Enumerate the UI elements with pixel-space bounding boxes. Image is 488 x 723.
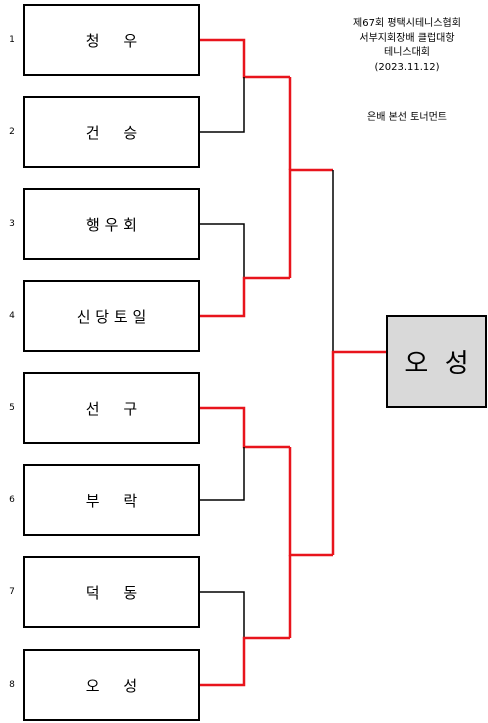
seed-number: 4 bbox=[9, 311, 15, 321]
loser-line bbox=[200, 77, 245, 133]
team-box: 신 당 토 일 bbox=[23, 280, 200, 352]
team-name: 부 락 bbox=[85, 491, 138, 510]
loser-line bbox=[200, 591, 245, 638]
winner-line bbox=[200, 406, 290, 449]
team-name: 신 당 토 일 bbox=[76, 307, 147, 326]
team-box: 오 성 bbox=[23, 649, 200, 721]
team-name: 덕 동 bbox=[85, 583, 138, 602]
seed-number: 1 bbox=[9, 35, 15, 45]
final bbox=[331, 170, 386, 555]
team-box: 선 구 bbox=[23, 372, 200, 444]
semifinal-top bbox=[288, 77, 333, 278]
seed-number: 3 bbox=[9, 219, 15, 229]
team-box: 행 우 회 bbox=[23, 188, 200, 260]
match-3-4 bbox=[200, 223, 290, 318]
seed-number: 2 bbox=[9, 127, 15, 137]
seed-number: 6 bbox=[9, 495, 15, 505]
semifinal-bottom bbox=[288, 447, 333, 638]
team-name: 행 우 회 bbox=[86, 215, 137, 234]
winner-line bbox=[288, 168, 333, 278]
title-line: 테니스대회 bbox=[384, 47, 430, 58]
title-line: 제67회 평택시테니스협회 bbox=[353, 18, 461, 29]
team-box: 건 승 bbox=[23, 96, 200, 168]
match-7-8 bbox=[200, 591, 290, 687]
winner-line bbox=[200, 38, 290, 79]
bracket-subtitle: 은배 본선 토너먼트 bbox=[367, 112, 447, 123]
team-box: 청 우 bbox=[23, 4, 200, 76]
loser-line bbox=[200, 223, 245, 278]
team-name: 청 우 bbox=[85, 31, 138, 50]
loser-line bbox=[200, 447, 245, 501]
seed-number: 7 bbox=[9, 587, 15, 597]
winner-line bbox=[331, 350, 386, 555]
title-line: (2023.11.12) bbox=[374, 61, 440, 73]
title-line: 서부지회장배 클럽대항 bbox=[359, 32, 455, 44]
winner-line bbox=[200, 636, 290, 687]
seed-number: 8 bbox=[9, 680, 15, 690]
winner-line bbox=[288, 447, 333, 557]
team-name: 선 구 bbox=[85, 399, 138, 418]
team-name: 오 성 bbox=[85, 676, 138, 695]
team-name: 건 승 bbox=[85, 123, 138, 142]
team-box: 부 락 bbox=[23, 464, 200, 536]
champion-name: 오 성 bbox=[404, 349, 469, 379]
match-1-2 bbox=[200, 38, 290, 133]
seed-number: 5 bbox=[9, 403, 15, 413]
team-box: 덕 동 bbox=[23, 556, 200, 628]
winner-line bbox=[200, 276, 290, 318]
tournament-title: 제67회 평택시테니스협회 서부지회장배 클럽대항 테니스대회 (2023.11… bbox=[322, 17, 488, 75]
match-5-6 bbox=[200, 406, 290, 501]
champion-box: 오 성 bbox=[386, 315, 487, 408]
